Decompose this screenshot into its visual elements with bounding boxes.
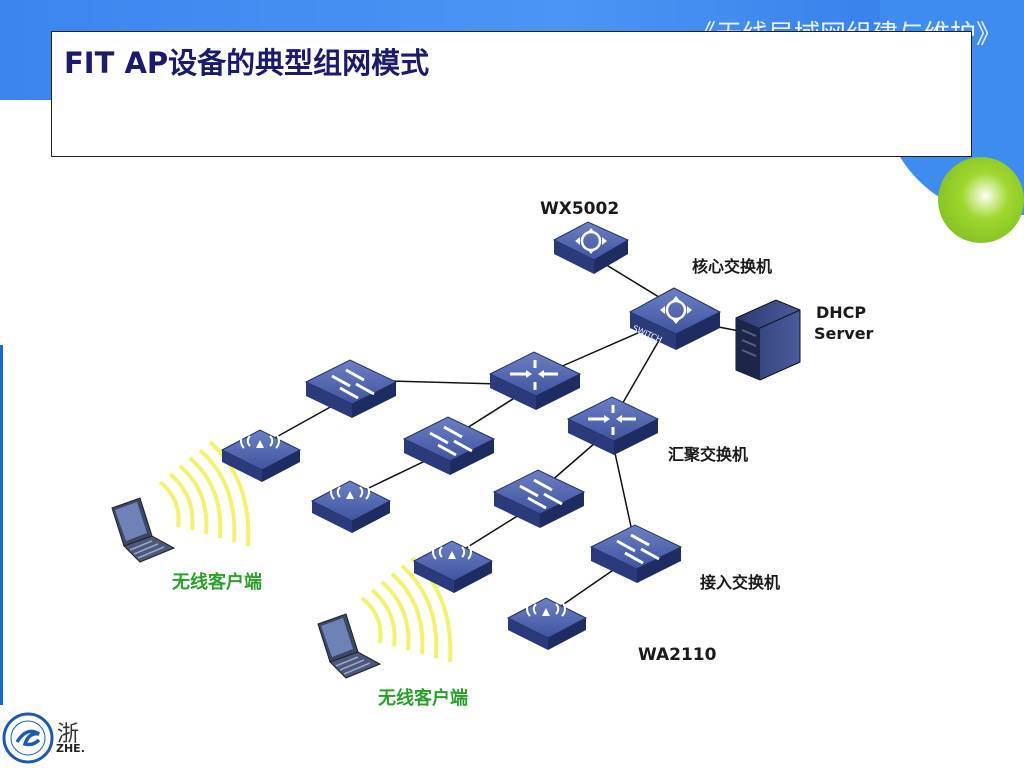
logo-text-char: 浙 <box>57 722 80 747</box>
wx5002-controller <box>552 220 630 276</box>
green-orb-decoration <box>938 157 1024 243</box>
fit-ap-2 <box>311 480 391 534</box>
access-switch-3 <box>492 468 586 530</box>
logo-text-sub: ZHE. <box>56 742 85 755</box>
label-wireless-client-2: 无线客户端 <box>378 687 468 709</box>
aggregation-switch-1 <box>488 350 582 412</box>
dhcp-server <box>735 299 801 381</box>
label-wireless-client-1: 无线客户端 <box>172 571 262 593</box>
laptop-client-2 <box>317 613 381 679</box>
access-switch-2 <box>402 415 496 477</box>
access-switch-4 <box>589 523 683 585</box>
fit-ap-3 <box>413 540 493 594</box>
access-switch-1 <box>304 358 398 420</box>
label-aggregation-switch: 汇聚交换机 <box>668 445 748 464</box>
slide-title: FIT AP设备的典型组网模式 <box>64 46 430 80</box>
label-server: Server <box>814 324 874 343</box>
title-box: FIT AP设备的典型组网模式 <box>51 31 972 157</box>
wireless-signal-waves <box>158 440 453 663</box>
label-wa2110: WA2110 <box>638 645 717 665</box>
fit-ap-wa2110 <box>507 597 587 651</box>
school-logo-icon <box>2 712 54 764</box>
label-dhcp: DHCP <box>816 303 866 322</box>
core-switch: SWITCH <box>628 287 722 350</box>
label-core-switch: 核心交换机 <box>692 257 772 276</box>
left-accent-line <box>0 345 3 705</box>
label-wx5002: WX5002 <box>540 199 619 219</box>
label-access-switch: 接入交换机 <box>700 573 780 592</box>
aggregation-switch-2 <box>566 395 660 457</box>
laptop-client-1 <box>111 497 175 563</box>
